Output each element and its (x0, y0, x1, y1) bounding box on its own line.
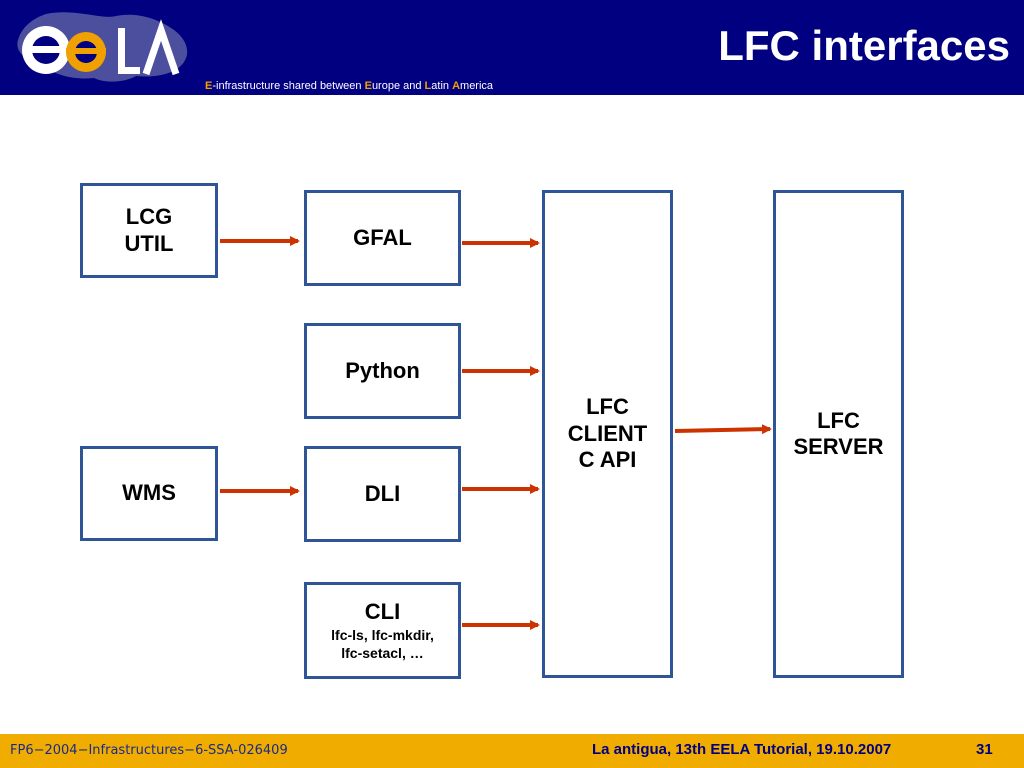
arrow-client-to-server (674, 424, 772, 435)
wms-box: WMS (80, 446, 218, 541)
python-box: Python (304, 323, 461, 419)
event-info: La antigua, 13th EELA Tutorial, 19.10.20… (592, 741, 892, 758)
eela-logo (17, 12, 188, 82)
dli-box: DLI (304, 446, 461, 542)
footer-bar: FP6−2004−Infrastructures−6-SSA-026409 La… (0, 734, 1024, 768)
gfal-box: GFAL (304, 190, 461, 286)
lfc-client-box: LFC CLIENT C API (542, 190, 673, 678)
page-title: LFC interfaces (718, 22, 1010, 69)
tagline: E-infrastructure shared between Europe a… (205, 80, 494, 92)
project-code: FP6−2004−Infrastructures−6-SSA-026409 (10, 743, 288, 758)
page-number: 31 (976, 741, 993, 758)
header-bar: LFC interfaces E-infrastructure shared b… (0, 0, 1024, 95)
cli-box: CLI lfc-ls, lfc-mkdir, lfc-setacl, … (304, 582, 461, 679)
lcg-util-box: LCG UTIL (80, 183, 218, 278)
lfc-server-box: LFC SERVER (773, 190, 904, 678)
